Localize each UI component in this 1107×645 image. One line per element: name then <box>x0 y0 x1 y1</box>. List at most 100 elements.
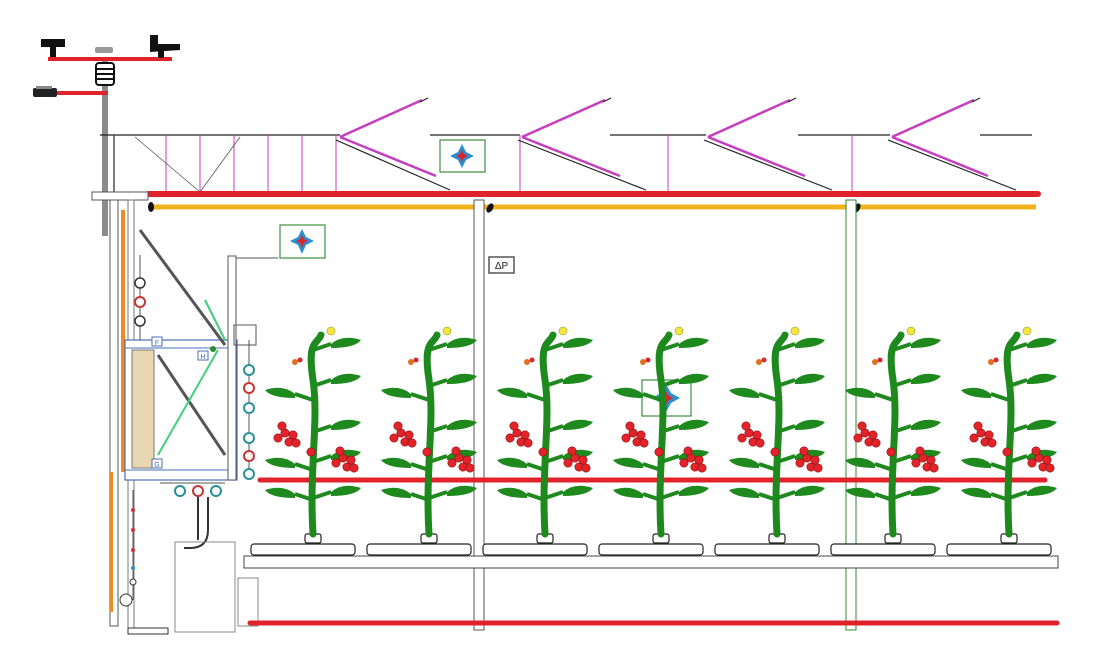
branch <box>312 342 332 352</box>
tomato-fruit <box>335 446 345 456</box>
leaf <box>1027 373 1057 384</box>
leaf <box>679 419 709 430</box>
leaf <box>265 457 295 468</box>
weather-sensor-icon <box>95 47 113 53</box>
tomato-fruit <box>929 463 939 473</box>
roof-structure <box>100 97 1032 196</box>
tomato-fruit <box>404 430 414 440</box>
branch <box>1008 454 1028 464</box>
leaf <box>265 487 295 498</box>
branch <box>892 454 912 464</box>
branch <box>892 490 912 500</box>
tomato-fruit <box>810 455 820 465</box>
leaf <box>497 387 527 398</box>
substrate-slab <box>598 543 704 556</box>
tomato-plant <box>250 326 361 556</box>
tomato-fruit <box>505 433 515 443</box>
leaf <box>381 387 411 398</box>
pressure-gauge-icon <box>174 485 186 497</box>
leaf <box>1027 337 1057 348</box>
weather-mast <box>102 60 108 236</box>
leaf <box>911 337 941 348</box>
tomato-fruit <box>462 455 472 465</box>
substrate-slab <box>366 543 472 556</box>
tomato-fruit <box>523 438 533 448</box>
branch <box>892 378 912 388</box>
leaf <box>265 387 295 398</box>
branch <box>990 492 1010 502</box>
tomato-fruit <box>621 433 631 443</box>
substrate-slab <box>250 543 356 556</box>
leaf <box>911 373 941 384</box>
branch <box>660 342 680 352</box>
branch <box>660 378 680 388</box>
tomato-fruit <box>654 447 664 457</box>
branch <box>526 392 546 402</box>
branch <box>312 490 332 500</box>
leaf <box>679 485 709 496</box>
pressure-gauge-icon <box>210 485 222 497</box>
flower-bud <box>993 357 999 363</box>
branch <box>312 378 332 388</box>
tomato-fruit <box>636 430 646 440</box>
branch <box>1008 490 1028 500</box>
branch <box>410 492 430 502</box>
pipe-clamp <box>148 202 154 212</box>
tomato-fruit <box>1031 446 1041 456</box>
tomato-fruit <box>625 421 635 431</box>
leaf <box>613 487 643 498</box>
tomato-fruit <box>969 433 979 443</box>
tomato-fruit <box>926 455 936 465</box>
branch <box>776 454 796 464</box>
tomato-fruit <box>346 455 356 465</box>
tomato-crop-row <box>250 326 1057 556</box>
branch <box>642 492 662 502</box>
pressure-gauge-icon <box>192 485 204 497</box>
tomato-fruit <box>813 463 823 473</box>
greenhouse-column <box>845 199 857 631</box>
tomato-flower <box>558 326 568 336</box>
orange-air-duct <box>110 472 113 612</box>
differential-pressure-sensor: ΔP <box>488 256 515 274</box>
tomato-fruit <box>987 438 997 448</box>
branch <box>758 392 778 402</box>
branch <box>776 342 796 352</box>
tomato-fruit <box>683 446 693 456</box>
branch <box>874 492 894 502</box>
leaf <box>381 457 411 468</box>
rain-sensor-icon <box>33 86 57 97</box>
leaf <box>563 419 593 430</box>
tomato-fruit <box>1002 447 1012 457</box>
branch <box>544 490 564 500</box>
tomato-fruit <box>465 463 475 473</box>
flower-bud <box>872 359 878 365</box>
double-panel <box>131 349 155 469</box>
leaf <box>845 487 875 498</box>
leaf <box>381 487 411 498</box>
tomato-fruit <box>393 421 403 431</box>
branch <box>990 392 1010 402</box>
tomato-fruit <box>306 447 316 457</box>
tomato-fruit <box>752 430 762 440</box>
leaf <box>447 419 477 430</box>
roof-vent-4 <box>887 97 1017 191</box>
plant-stem <box>771 331 789 538</box>
leaf <box>563 337 593 348</box>
tomato-flower <box>442 326 452 336</box>
substrate-slab <box>946 543 1052 556</box>
branch <box>428 490 448 500</box>
leaf <box>331 419 361 430</box>
flower-bud <box>292 359 298 365</box>
branch <box>410 392 430 402</box>
flower-bud <box>756 359 762 365</box>
tomato-fruit <box>741 421 751 431</box>
leaf <box>331 485 361 496</box>
leaf <box>331 337 361 348</box>
branch <box>892 342 912 352</box>
branch <box>294 492 314 502</box>
branch <box>526 492 546 502</box>
air-handling-unit: F H G <box>124 229 238 481</box>
flower-bud <box>413 357 419 363</box>
substrate-slab <box>830 543 936 556</box>
tomato-fruit <box>871 438 881 448</box>
